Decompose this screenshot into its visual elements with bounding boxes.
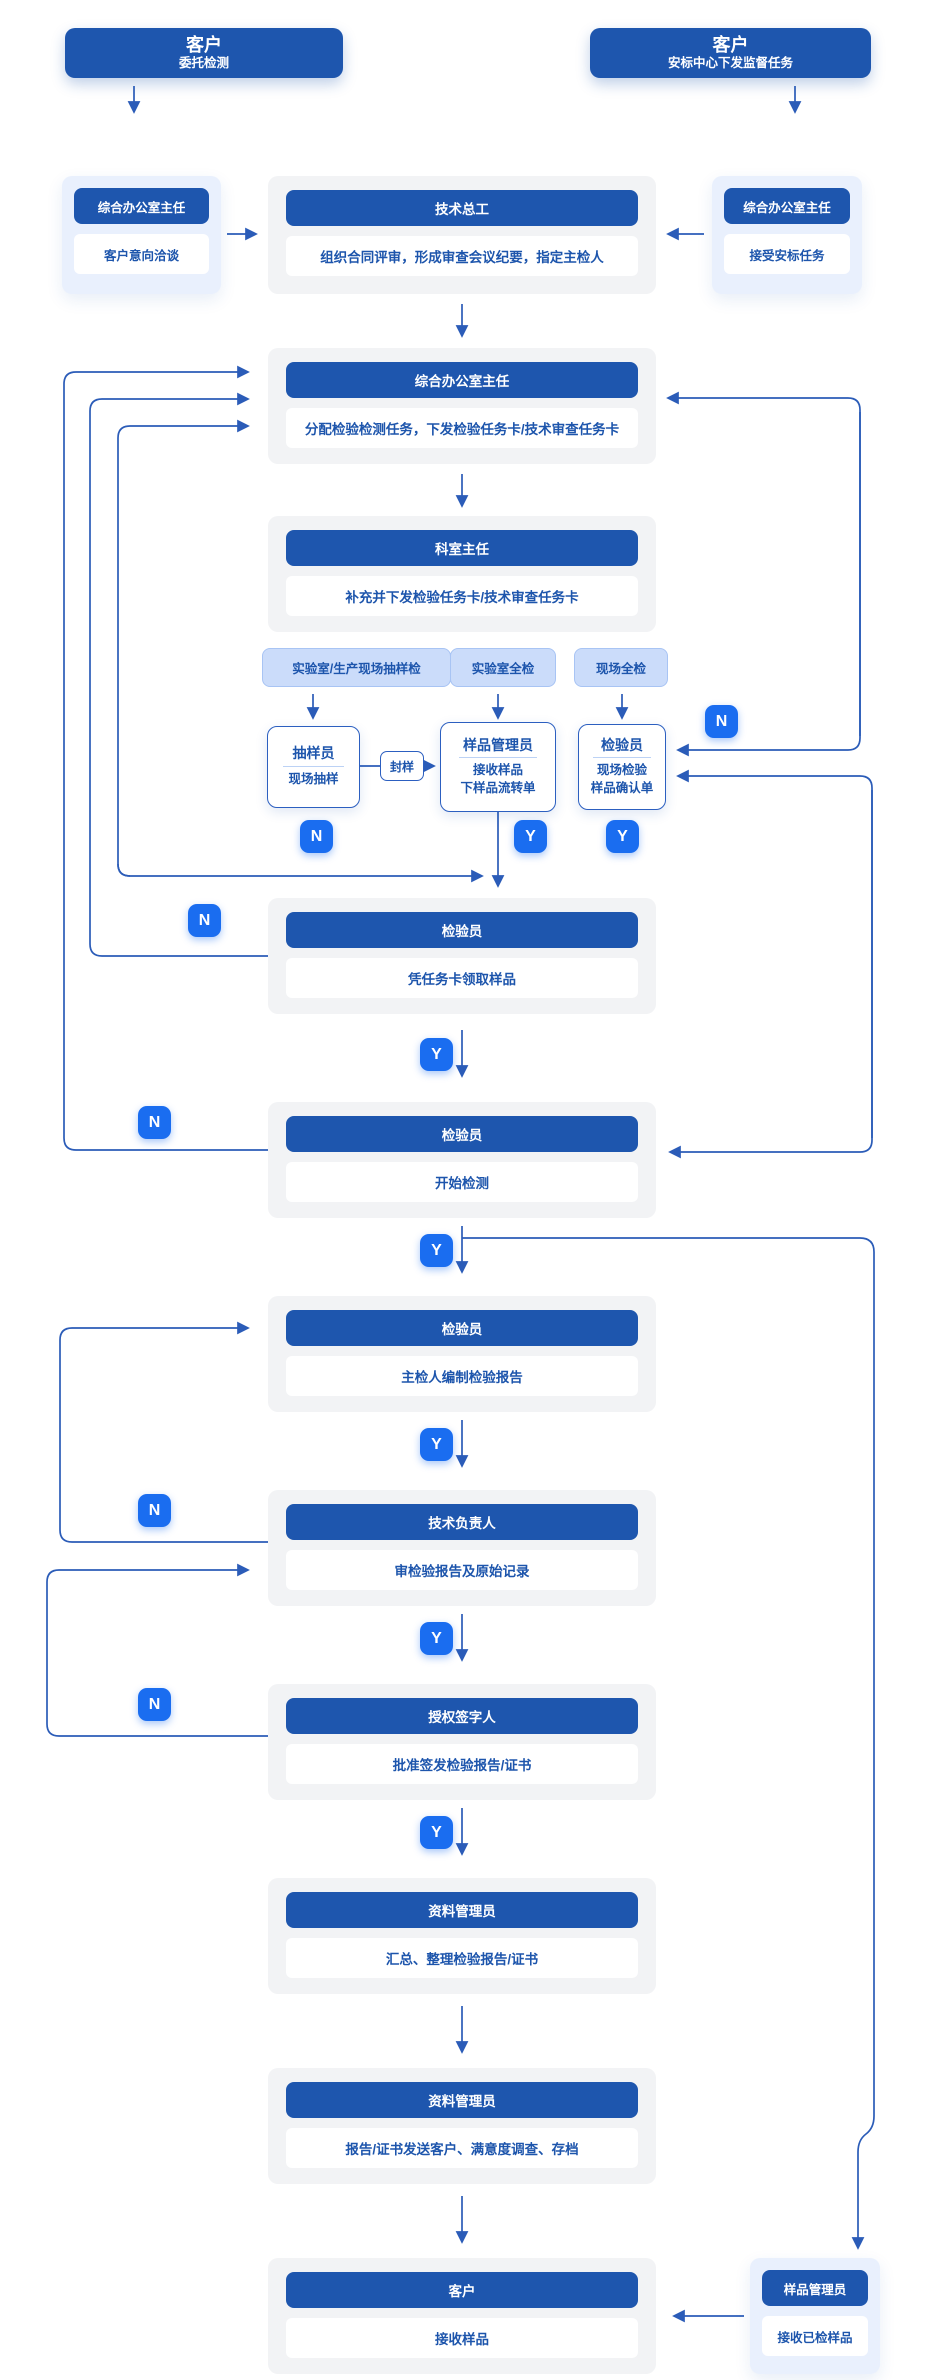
- node-action: 组织合同评审，形成审查会议纪要，指定主检人: [286, 236, 638, 276]
- node-action: 凭任务卡领取样品: [286, 958, 638, 998]
- node-title: 客户: [712, 35, 749, 56]
- node-sample-return: 样品管理员 接收已检样品: [750, 2258, 880, 2374]
- node-role: 综合办公室主任: [724, 188, 850, 224]
- edge-start-Y-to-sample-return: [462, 1237, 875, 2250]
- badge-start-yes: Y: [420, 1234, 453, 1267]
- divider: [459, 757, 537, 759]
- node-line: 样品确认单: [590, 780, 654, 795]
- node-customer-anbiao: 客户 安标中心下发监督任务: [590, 28, 871, 78]
- node-tech-review: 技术负责人 审检验报告及原始记录: [268, 1490, 656, 1606]
- node-role: 检验员: [286, 912, 638, 948]
- branch-lab-sampling: 实验室/生产现场抽样检: [262, 648, 451, 687]
- node-approve-sign: 授权签字人 批准签发检验报告/证书: [268, 1684, 656, 1800]
- node-dept-head: 科室主任 补充并下发检验任务卡/技术审查任务卡: [268, 516, 656, 632]
- node-office-director-intent: 综合办公室主任 客户意向洽谈: [62, 176, 221, 294]
- node-subtitle: 安标中心下发监督任务: [667, 56, 793, 71]
- branch-lab-full: 实验室全检: [450, 648, 556, 687]
- edge-receive-N-loop: [89, 392, 268, 957]
- node-action: 分配检验检测任务，下发检验任务卡/技术审查任务卡: [286, 408, 638, 448]
- node-role: 技术总工: [286, 190, 638, 226]
- edge-start-N-loop: [63, 365, 268, 1151]
- node-role: 授权签字人: [286, 1698, 638, 1734]
- node-compile-report: 检验员 主检人编制检验报告: [268, 1296, 656, 1412]
- node-action: 批准签发检验报告/证书: [286, 1744, 638, 1784]
- node-action: 接收已检样品: [762, 2316, 868, 2356]
- node-action: 审检验报告及原始记录: [286, 1550, 638, 1590]
- node-role: 客户: [286, 2272, 638, 2308]
- node-inspector-site: 检验员 现场检验 样品确认单: [578, 724, 666, 810]
- node-receive-sample: 检验员 凭任务卡领取样品: [268, 898, 656, 1014]
- node-title: 样品管理员: [463, 736, 533, 753]
- node-action: 汇总、整理检验报告/证书: [286, 1938, 638, 1978]
- edge-sampler-N-join: [117, 863, 484, 883]
- edge-inspectorY-to-start: [668, 790, 873, 1159]
- edge-inspectorN-to-assign: [666, 391, 861, 736]
- node-action: 客户意向洽谈: [74, 234, 209, 274]
- node-sampler: 抽样员 现场抽样: [267, 726, 360, 808]
- badge-receive-no: N: [188, 904, 221, 937]
- edge-assign-to-inspector-box: [676, 412, 861, 757]
- badge-receive-yes: Y: [420, 1038, 453, 1071]
- divider: [593, 757, 651, 759]
- node-action: 开始检测: [286, 1162, 638, 1202]
- node-action: 接收样品: [286, 2318, 638, 2358]
- edge-start-to-inspector-box: [676, 769, 873, 1138]
- badge-sample-manager-yes: Y: [514, 820, 547, 853]
- divider: [282, 766, 345, 768]
- node-start-test: 检验员 开始检测: [268, 1102, 656, 1218]
- badge-inspector-no: N: [705, 705, 738, 738]
- node-collect-reports: 资料管理员 汇总、整理检验报告/证书: [268, 1878, 656, 1994]
- node-role: 资料管理员: [286, 2082, 638, 2118]
- node-line: 现场抽样: [288, 772, 339, 787]
- node-role: 技术负责人: [286, 1504, 638, 1540]
- node-role: 检验员: [286, 1310, 638, 1346]
- node-office-director-anbiao: 综合办公室主任 接受安标任务: [712, 176, 862, 294]
- badge-inspector-yes: Y: [606, 820, 639, 853]
- node-sample-manager: 样品管理员 接收样品 下样品流转单: [440, 722, 556, 812]
- node-title: 检验员: [601, 736, 643, 753]
- badge-approve-yes: Y: [420, 1816, 453, 1849]
- edge-approve-N-loop: [46, 1563, 268, 1737]
- node-title: 抽样员: [292, 745, 335, 762]
- node-role: 综合办公室主任: [74, 188, 209, 224]
- node-customer-receive: 客户 接收样品: [268, 2258, 656, 2374]
- node-line: 接收样品: [472, 763, 523, 778]
- node-assign-tasks: 综合办公室主任 分配检验检测任务，下发检验任务卡/技术审查任务卡: [268, 348, 656, 464]
- badge-review-yes: Y: [420, 1622, 453, 1655]
- node-role: 样品管理员: [762, 2270, 868, 2306]
- badge-approve-no: N: [138, 1688, 171, 1721]
- edge-sampler-N-up: [117, 419, 250, 877]
- node-customer-entrust: 客户 委托检测: [65, 28, 343, 78]
- label-seal-sample: 封样: [380, 751, 424, 781]
- badge-start-no: N: [138, 1106, 171, 1139]
- badge-report-yes: Y: [420, 1428, 453, 1461]
- node-line: 现场检验: [596, 763, 647, 778]
- node-line: 下样品流转单: [460, 780, 536, 795]
- node-action: 报告/证书发送客户、满意度调查、存档: [286, 2128, 638, 2168]
- node-action: 接受安标任务: [724, 234, 850, 274]
- node-role: 科室主任: [286, 530, 638, 566]
- badge-review-no: N: [138, 1494, 171, 1527]
- node-role: 资料管理员: [286, 1892, 638, 1928]
- node-title: 客户: [186, 35, 222, 56]
- node-subtitle: 委托检测: [178, 56, 229, 71]
- edge-review-N-loop: [59, 1321, 268, 1543]
- node-action: 主检人编制检验报告: [286, 1356, 638, 1396]
- branch-site-full: 现场全检: [574, 648, 668, 687]
- node-send-reports: 资料管理员 报告/证书发送客户、满意度调查、存档: [268, 2068, 656, 2184]
- node-role: 综合办公室主任: [286, 362, 638, 398]
- node-chief-engineer-review: 技术总工 组织合同评审，形成审查会议纪要，指定主检人: [268, 176, 656, 294]
- node-role: 检验员: [286, 1116, 638, 1152]
- node-action: 补充并下发检验任务卡/技术审查任务卡: [286, 576, 638, 616]
- badge-sampler-no: N: [300, 820, 333, 853]
